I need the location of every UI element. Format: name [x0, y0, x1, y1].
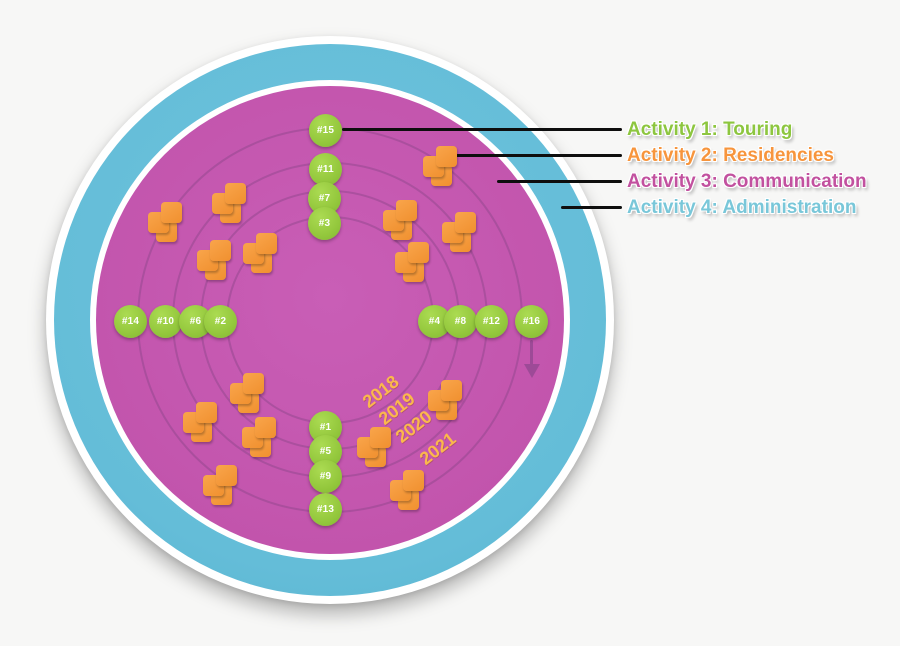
- milestone-dot-16: #16: [515, 305, 548, 338]
- milestone-dot-10: #10: [149, 305, 182, 338]
- milestone-dot-13: #13: [309, 493, 342, 526]
- timeline-arrow-head-icon: [523, 364, 540, 378]
- legend-connector-touring: [342, 128, 622, 131]
- milestone-dot-9: #9: [309, 460, 342, 493]
- legend-connector-residencies: [456, 154, 622, 157]
- timeline-arrow-shaft: [530, 340, 533, 366]
- legend-label-communication: Activity 3: Communication: [627, 171, 867, 192]
- legend-connector-administration: [561, 206, 622, 209]
- milestone-dot-3: #3: [308, 207, 341, 240]
- milestone-dot-2: #2: [204, 305, 237, 338]
- milestone-dot-11: #11: [309, 153, 342, 186]
- legend-label-administration: Activity 4: Administration: [627, 197, 857, 218]
- legend-label-touring: Activity 1: Touring: [627, 119, 793, 140]
- legend-label-residencies: Activity 2: Residencies: [627, 145, 834, 166]
- legend-connector-communication: [497, 180, 622, 183]
- milestone-dot-14: #14: [114, 305, 147, 338]
- milestone-dot-15: #15: [309, 114, 342, 147]
- milestone-dot-12: #12: [475, 305, 508, 338]
- milestone-dot-8: #8: [444, 305, 477, 338]
